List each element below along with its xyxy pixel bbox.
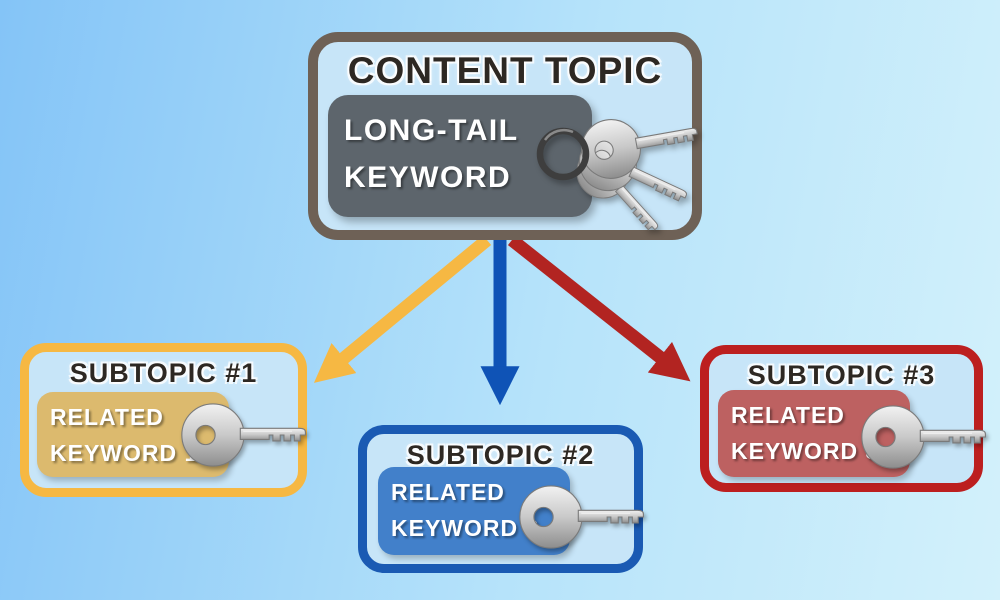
- arrow-to-subtopic-1: [313, 234, 492, 383]
- key-icon: [519, 485, 645, 549]
- subtopic-3-keyword-line2: KEYWORD 3: [731, 438, 880, 464]
- subtopic-2-box: SUBTOPIC #2 RELATED KEYWORD 2: [358, 425, 645, 573]
- subtopic-2-keyword-line2: KEYWORD 2: [391, 515, 540, 541]
- subtopic-1-keyword-tag: RELATED KEYWORD 1: [37, 392, 229, 477]
- subtopic-1-keyword-line1: RELATED: [50, 404, 164, 430]
- subtopic-2-keyword-text: RELATED KEYWORD 2: [378, 467, 570, 546]
- subtopic-1-keyword-text: RELATED KEYWORD 1: [37, 392, 229, 471]
- arrow-to-subtopic-3: [507, 234, 691, 382]
- subtopic-3-keyword-line1: RELATED: [731, 402, 845, 428]
- subtopic-3-keyword-text: RELATED KEYWORD 3: [718, 390, 910, 469]
- subtopic-1-keyword-line2: KEYWORD 1: [50, 440, 199, 466]
- subtopic-3-title: SUBTOPIC #3: [747, 360, 936, 390]
- keychain-keys-icon: [536, 104, 703, 248]
- subtopic-2-keyword-tag: RELATED KEYWORD 2: [378, 467, 570, 555]
- main-keyword-tag: LONG-TAIL KEYWORD: [328, 95, 592, 217]
- subtopic-2-keyword-line1: RELATED: [391, 479, 505, 505]
- main-topic-box: CONTENT TOPIC LONG-TAIL KEYWORD: [308, 32, 703, 248]
- key-icon: [861, 405, 987, 469]
- subtopic-1-title: SUBTOPIC #1: [69, 358, 258, 388]
- subtopic-2-title: SUBTOPIC #2: [406, 440, 595, 470]
- main-topic-title: CONTENT TOPIC: [347, 50, 663, 91]
- main-keyword-line1: LONG-TAIL: [344, 114, 519, 147]
- subtopic-1-box: SUBTOPIC #1 RELATED KEYWORD 1: [20, 343, 307, 497]
- key-icon: [181, 403, 307, 467]
- main-keyword-line2: KEYWORD: [344, 161, 512, 194]
- main-keyword-text: LONG-TAIL KEYWORD: [328, 95, 592, 201]
- subtopic-3-box: SUBTOPIC #3 RELATED KEYWORD 3: [700, 345, 987, 492]
